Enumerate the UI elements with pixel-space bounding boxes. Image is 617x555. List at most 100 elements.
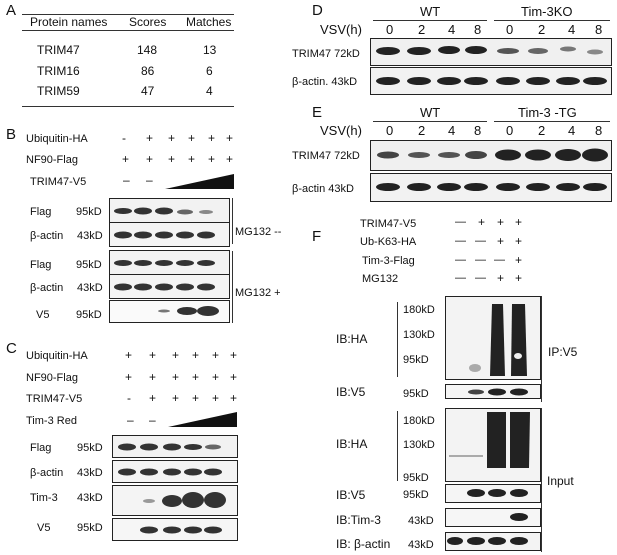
treatment-mark: +	[149, 391, 157, 405]
treatment-mark: +	[515, 234, 523, 248]
treatment-mark: +	[230, 370, 238, 384]
size-marker: 95kD	[403, 354, 429, 366]
bracket-line	[541, 408, 542, 552]
treatment-mark: —	[475, 272, 486, 284]
time-point: 8	[474, 123, 482, 138]
treatment-mark: +	[146, 131, 154, 145]
blot-size: 95kD	[76, 206, 102, 218]
blot-size: 95kD	[76, 309, 102, 321]
ib-label: IB:HA	[336, 332, 368, 346]
treatment-mark: –	[127, 413, 134, 427]
table-bottom-rule	[22, 106, 234, 107]
treatment-label: NF90-Flag	[26, 154, 78, 166]
bracket-line	[232, 198, 233, 244]
blot-label: Flag	[30, 206, 52, 218]
blot-label: β-actin	[30, 467, 64, 479]
western-blot-e	[370, 140, 612, 202]
panel-a-letter: A	[6, 2, 17, 19]
treatment-mark: +	[230, 348, 238, 362]
treatment-mark: +	[515, 271, 523, 285]
size-marker: 130kD	[403, 439, 435, 451]
time-point: 2	[538, 123, 546, 138]
treatment-mark: +	[172, 391, 180, 405]
treatment-mark: —	[475, 235, 486, 247]
treatment-mark: -	[122, 131, 126, 145]
blot-size: 95kD	[77, 442, 103, 454]
western-blot-f	[445, 296, 541, 551]
condition-label: MG132 +	[235, 287, 281, 299]
table-header-scores: Scores	[129, 15, 167, 29]
treatment-mark: +	[497, 234, 505, 248]
treatment-mark: —	[455, 216, 466, 228]
treatment-label: Ubiquitin-HA	[26, 350, 88, 362]
treatment-mark: +	[497, 271, 505, 285]
size-marker: 95kD	[403, 472, 429, 484]
blot-label: TRIM47 72kD	[292, 48, 360, 60]
table-header-matches: Matches	[186, 15, 232, 29]
treatment-label: TRIM47-V5	[30, 176, 87, 188]
time-point: 8	[595, 123, 603, 138]
panel-b-letter: B	[6, 126, 17, 143]
ib-label: IB:HA	[336, 437, 368, 451]
time-point: 4	[448, 123, 456, 138]
blot-label: V5	[36, 309, 50, 321]
treatment-mark: +	[192, 370, 200, 384]
size-marker: 43kD	[408, 515, 434, 527]
panel-f-letter: F	[312, 228, 322, 245]
treatment-mark: +	[149, 370, 157, 384]
treatment-mark: -	[127, 391, 131, 405]
blot-size: 43kD	[77, 492, 103, 504]
group-label: WT	[420, 105, 441, 120]
blot-label: β-actin. 43kD	[292, 76, 358, 88]
size-marker: 43kD	[408, 539, 434, 551]
treatment-mark: +	[122, 152, 130, 166]
treatment-label: Tim-3-Flag	[362, 255, 415, 267]
blot-label: β-actin 43kD	[292, 183, 354, 195]
treatment-mark: —	[475, 254, 486, 266]
table-header-rule	[22, 30, 234, 31]
time-point: 0	[386, 22, 394, 37]
panel-d-letter: D	[312, 2, 323, 19]
bracket-line	[232, 251, 233, 323]
western-blot-c	[112, 435, 238, 541]
blot-label: Tim-3	[30, 492, 58, 504]
treatment-mark: +	[478, 215, 486, 229]
treatment-mark: +	[515, 215, 523, 229]
ib-label: IB:Tim-3	[336, 513, 381, 527]
treatment-label: Ub-K63-HA	[360, 236, 417, 248]
treatment-mark: +	[226, 152, 234, 166]
ib-label: IB: β-actin	[336, 537, 391, 551]
table-cell: 148	[137, 43, 158, 57]
condition-label: MG132 --	[235, 226, 282, 238]
size-marker: 180kD	[403, 304, 435, 316]
treatment-label: Tim-3 Red	[26, 415, 77, 427]
table-cell: TRIM47	[37, 43, 80, 57]
table-cell: 47	[141, 84, 155, 98]
table-cell: 4	[206, 84, 213, 98]
western-blot-b	[109, 198, 230, 323]
panel-e-letter: E	[312, 104, 323, 121]
table-cell: 13	[203, 43, 217, 57]
time-point: 2	[538, 22, 546, 37]
table-top-rule	[22, 14, 234, 15]
treatment-mark: +	[168, 152, 176, 166]
time-point: 0	[386, 123, 394, 138]
group-underline	[373, 121, 487, 122]
time-point: 4	[568, 123, 576, 138]
blot-size: 43kD	[77, 282, 103, 294]
treatment-mark: +	[172, 370, 180, 384]
group-underline	[373, 20, 487, 21]
panel-c-letter: C	[6, 340, 17, 357]
treatment-mark: +	[212, 348, 220, 362]
treatment-mark: +	[188, 131, 196, 145]
treatment-mark: +	[149, 348, 157, 362]
blot-label: V5	[37, 522, 51, 534]
treatment-mark: +	[497, 215, 505, 229]
size-marker: 130kD	[403, 329, 435, 341]
group-label: WT	[420, 4, 441, 19]
time-point: 4	[568, 22, 576, 37]
treatment-mark: +	[192, 348, 200, 362]
treatment-mark: +	[226, 131, 234, 145]
time-label: VSV(h)	[320, 22, 362, 37]
gradient-wedge-icon	[168, 412, 237, 427]
